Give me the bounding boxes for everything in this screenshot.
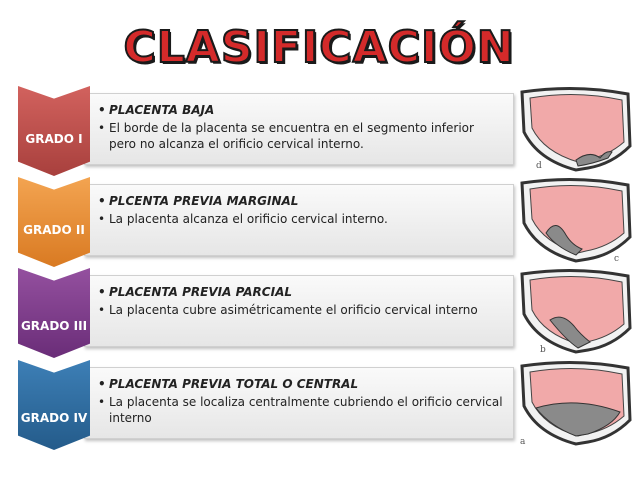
placenta-type-heading: PLCENTA PREVIA MARGINAL [98, 193, 503, 209]
placenta-type-description: La placenta alcanza el orificio cervical… [98, 211, 503, 227]
grade-label: GRADO III [20, 319, 88, 333]
grade-description-panel: PLACENTA PREVIA TOTAL O CENTRAL La place… [84, 367, 514, 439]
figure-letter: d [536, 161, 542, 171]
figure-letter: a [520, 437, 526, 446]
grade-label: GRADO IV [20, 411, 88, 425]
placenta-illustration: d [520, 86, 632, 172]
grade-description-panel: PLACENTA BAJA El borde de la placenta se… [84, 93, 514, 165]
placenta-illustration: c [520, 177, 632, 263]
grade-label: GRADO I [25, 132, 83, 146]
grade-row-2: PLCENTA PREVIA MARGINAL La placenta alca… [0, 177, 638, 267]
grade-row-3: PLACENTA PREVIA PARCIAL La placenta cubr… [0, 268, 638, 358]
placenta-type-description: La placenta se localiza centralmente cub… [98, 394, 503, 426]
grade-description-panel: PLACENTA PREVIA PARCIAL La placenta cubr… [84, 275, 514, 347]
grade-chevron [18, 360, 90, 450]
grade-chevron [18, 86, 90, 176]
placenta-type-description: La placenta cubre asimétricamente el ori… [98, 302, 503, 318]
placenta-type-description: El borde de la placenta se encuentra en … [98, 120, 503, 152]
placenta-illustration: a [520, 360, 632, 446]
grade-chevron [18, 177, 90, 267]
page-title: CLASIFICACIÓN [122, 21, 515, 74]
grade-description-panel: PLCENTA PREVIA MARGINAL La placenta alca… [84, 184, 514, 256]
grade-label: GRADO II [23, 223, 85, 237]
grade-row-1: PLACENTA BAJA El borde de la placenta se… [0, 86, 638, 176]
placenta-type-heading: PLACENTA PREVIA PARCIAL [98, 284, 503, 300]
figure-letter: b [540, 345, 546, 354]
placenta-illustration: b [520, 268, 632, 354]
placenta-type-heading: PLACENTA PREVIA TOTAL O CENTRAL [98, 376, 503, 392]
figure-letter: c [614, 254, 619, 263]
grade-chevron [18, 268, 90, 358]
grade-row-4: PLACENTA PREVIA TOTAL O CENTRAL La place… [0, 360, 638, 450]
placenta-type-heading: PLACENTA BAJA [98, 102, 503, 118]
